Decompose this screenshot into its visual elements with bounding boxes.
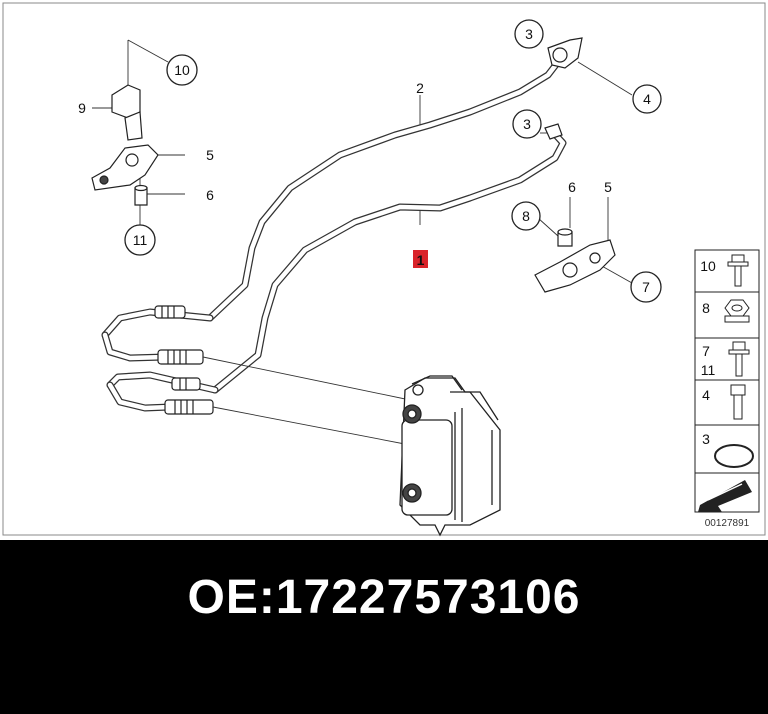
svg-text:10: 10 xyxy=(700,258,716,274)
callout-11: 11 xyxy=(124,224,156,256)
legend-row-4: 4 xyxy=(702,384,746,420)
callout-5-right: 5 xyxy=(604,179,612,195)
svg-text:10: 10 xyxy=(174,62,190,78)
pipe-1 xyxy=(106,128,567,412)
upper-bracket xyxy=(544,37,583,140)
callouts: 3 4 3 10 11 8 7 xyxy=(124,19,662,303)
diagram-border xyxy=(2,2,766,536)
right-clip-assembly xyxy=(534,228,616,293)
svg-text:4: 4 xyxy=(643,91,651,107)
arrow-pointer-icon xyxy=(698,480,752,512)
oil-cooler xyxy=(399,375,501,537)
parts-diagram: 3 4 3 10 11 8 7 9 2 5 6 6 5 1 10 8 xyxy=(2,2,766,537)
callout-6-left: 6 xyxy=(206,187,214,203)
legend-row-arrow xyxy=(698,480,752,512)
callout-3-upper: 3 xyxy=(514,19,544,49)
callout-3-lower: 3 xyxy=(512,109,542,139)
callout-7: 7 xyxy=(630,271,662,303)
footer-bar: OE:17227573106 xyxy=(0,540,768,714)
callout-2: 2 xyxy=(416,80,424,96)
legend-row-3: 3 xyxy=(702,431,754,468)
diagram-number: 00127891 xyxy=(705,518,750,529)
legend-panel xyxy=(694,249,760,513)
svg-text:8: 8 xyxy=(522,208,530,224)
svg-text:7: 7 xyxy=(642,279,650,295)
svg-text:8: 8 xyxy=(702,300,710,316)
callout-4: 4 xyxy=(632,84,662,114)
svg-text:3: 3 xyxy=(525,26,533,42)
callout-6-right: 6 xyxy=(568,179,576,195)
nut-icon xyxy=(724,299,750,323)
bolt-icon xyxy=(730,384,746,420)
svg-text:1: 1 xyxy=(417,252,425,268)
svg-text:11: 11 xyxy=(133,232,148,248)
bolt-flange-icon xyxy=(727,254,749,287)
callout-9: 9 xyxy=(78,100,86,116)
left-bracket-assembly xyxy=(91,84,159,206)
callout-8: 8 xyxy=(511,201,541,231)
hose-fittings xyxy=(154,305,214,415)
callout-1-highlight: 1 xyxy=(413,250,428,268)
oe-part-number: OE:17227573106 xyxy=(187,571,581,624)
svg-text:3: 3 xyxy=(523,116,531,132)
bolt-flange-icon xyxy=(728,341,750,377)
svg-text:7: 7 xyxy=(702,343,710,359)
callout-5-left: 5 xyxy=(206,147,214,163)
svg-text:3: 3 xyxy=(702,431,710,447)
o-ring-icon xyxy=(714,444,754,468)
diagram-svg: 3 4 3 10 11 8 7 9 2 5 6 6 5 1 10 8 xyxy=(2,2,766,537)
pipe-2 xyxy=(101,58,562,362)
legend-row-10: 10 xyxy=(700,254,749,287)
legend-row-8: 8 xyxy=(702,299,750,323)
legend-row-7-11: 7 11 xyxy=(701,341,750,378)
callout-10: 10 xyxy=(166,54,198,86)
svg-text:4: 4 xyxy=(702,387,710,403)
svg-text:11: 11 xyxy=(701,362,716,378)
